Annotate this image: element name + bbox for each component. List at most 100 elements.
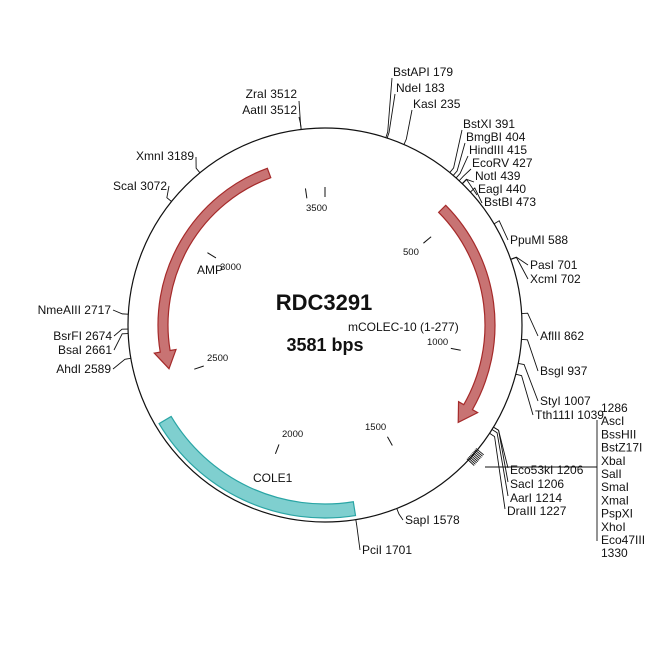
site-leader-line [515, 373, 534, 416]
mcs-site-tick [475, 448, 484, 456]
site-label: BsgI 937 [540, 364, 588, 378]
mcs-site-tick [472, 452, 481, 460]
site-leader-line [449, 129, 463, 173]
mcs-site-tick [466, 458, 475, 466]
site-leader-line [470, 187, 483, 204]
site-leader-line [510, 256, 529, 280]
backbone-circle [127, 127, 523, 523]
scale-tick-mark [304, 188, 308, 199]
site-label: BstAPI 179 [393, 65, 453, 79]
mcs-site-tick [471, 453, 480, 461]
feature-amp-arrow [153, 167, 272, 370]
site-leader-line [386, 93, 396, 139]
site-label: StyI 1007 [540, 394, 591, 408]
scale-tick-label: 3500 [306, 203, 327, 214]
site-leader-line [113, 328, 129, 337]
scale-tick-mark [194, 365, 204, 370]
mcs-site-tick [468, 455, 477, 464]
site-leader-line [113, 333, 129, 351]
site-label: PciI 1701 [362, 543, 412, 557]
site-leader-line [521, 312, 539, 337]
feature-mcolec-10-arrow [437, 204, 496, 424]
mcs-label: 1286 [601, 401, 628, 415]
site-label: PpuMI 588 [510, 233, 568, 247]
plasmid-size: 3581 bps [286, 335, 363, 355]
scale-tick-mark [450, 347, 461, 351]
scale-tick-mark [207, 252, 217, 259]
site-leader-line [491, 429, 509, 497]
site-label: BstBI 473 [484, 195, 536, 209]
site-label: NotI 439 [475, 169, 521, 183]
site-label: EagI 440 [478, 182, 526, 196]
scale-tick-label: 1500 [365, 422, 386, 433]
feature-label-cole1: COLE1 [253, 471, 293, 485]
site-label: PasI 701 [530, 258, 578, 272]
site-label: EcoRV 427 [472, 156, 533, 170]
site-label: KasI 235 [413, 97, 461, 111]
site-leader-line [458, 168, 472, 182]
mcs-label: Eco47III [601, 533, 645, 547]
mcs-label: BstZ17I [601, 441, 642, 455]
site-leader-line [195, 156, 201, 174]
feature-label-amp: AMP [197, 263, 223, 277]
mcs-label: BssHII [601, 427, 636, 441]
mcs-site-tick [473, 450, 482, 458]
site-label: AarI 1214 [510, 491, 562, 505]
site-leader-line [493, 220, 509, 241]
mcs-site-tick [467, 457, 476, 465]
site-label: ZraI 3512 [246, 87, 298, 101]
mcs-cluster: 1286AscIBssHIIBstZ17IXbaISalISmaIXmaIPsp… [466, 401, 645, 560]
site-leader-line [112, 309, 129, 315]
scale-tick-mark [387, 436, 393, 446]
site-label: NmeAIII 2717 [38, 303, 112, 317]
feature-label-mcolec: mCOLEC-10 (1-277) [348, 320, 459, 334]
site-label: Eco53kI 1206 [510, 463, 584, 477]
site-leader-line [112, 357, 131, 370]
site-leader-line [396, 508, 404, 521]
site-label: BsrFI 2674 [53, 329, 112, 343]
scale-tick-mark [423, 236, 432, 244]
mcs-label: PspXI [601, 507, 633, 521]
scale-tick-mark [274, 444, 280, 454]
site-leader-line [489, 432, 506, 510]
scale-tick-label: 2000 [282, 429, 303, 440]
site-leader-line [455, 155, 469, 179]
scale-tick-label: 1000 [427, 337, 448, 348]
mcs-label: SalI [601, 467, 622, 481]
mcs-label: SmaI [601, 480, 629, 494]
mcs-label: XbaI [601, 454, 626, 468]
mcs-site-tick [470, 454, 479, 462]
site-label: BmgBI 404 [466, 130, 526, 144]
site-label: SapI 1578 [405, 513, 460, 527]
site-leader-line [385, 77, 393, 138]
site-leader-line [166, 185, 172, 202]
site-label: BsaI 2661 [58, 343, 112, 357]
scale-tick-label: 2500 [207, 353, 228, 364]
site-leader-line [493, 426, 509, 469]
site-leader-line [493, 426, 509, 483]
site-leader-line [462, 178, 478, 196]
feature-cole1-arrow [158, 415, 357, 519]
mcs-site-tick [474, 449, 483, 457]
site-label: NdeI 183 [396, 81, 445, 95]
mcs-label: XmaI [601, 493, 629, 507]
site-label: Tth111I 1039 [535, 408, 604, 422]
site-leader-line [403, 109, 413, 145]
site-label: AhdI 2589 [56, 362, 111, 376]
site-leader-line [452, 142, 466, 176]
site-label: BstXI 391 [463, 117, 515, 131]
plasmid-name: RDC3291 [276, 290, 373, 315]
mcs-label: 1330 [601, 546, 628, 560]
site-label: XmnI 3189 [136, 149, 194, 163]
site-leader-line [518, 362, 539, 402]
features-layer [153, 167, 496, 519]
site-label: ScaI 3072 [113, 179, 167, 193]
site-label: DraIII 1227 [507, 504, 567, 518]
mcs-label: XhoI [601, 520, 626, 534]
site-label: AatII 3512 [242, 103, 297, 117]
site-label: HindIII 415 [469, 143, 527, 157]
